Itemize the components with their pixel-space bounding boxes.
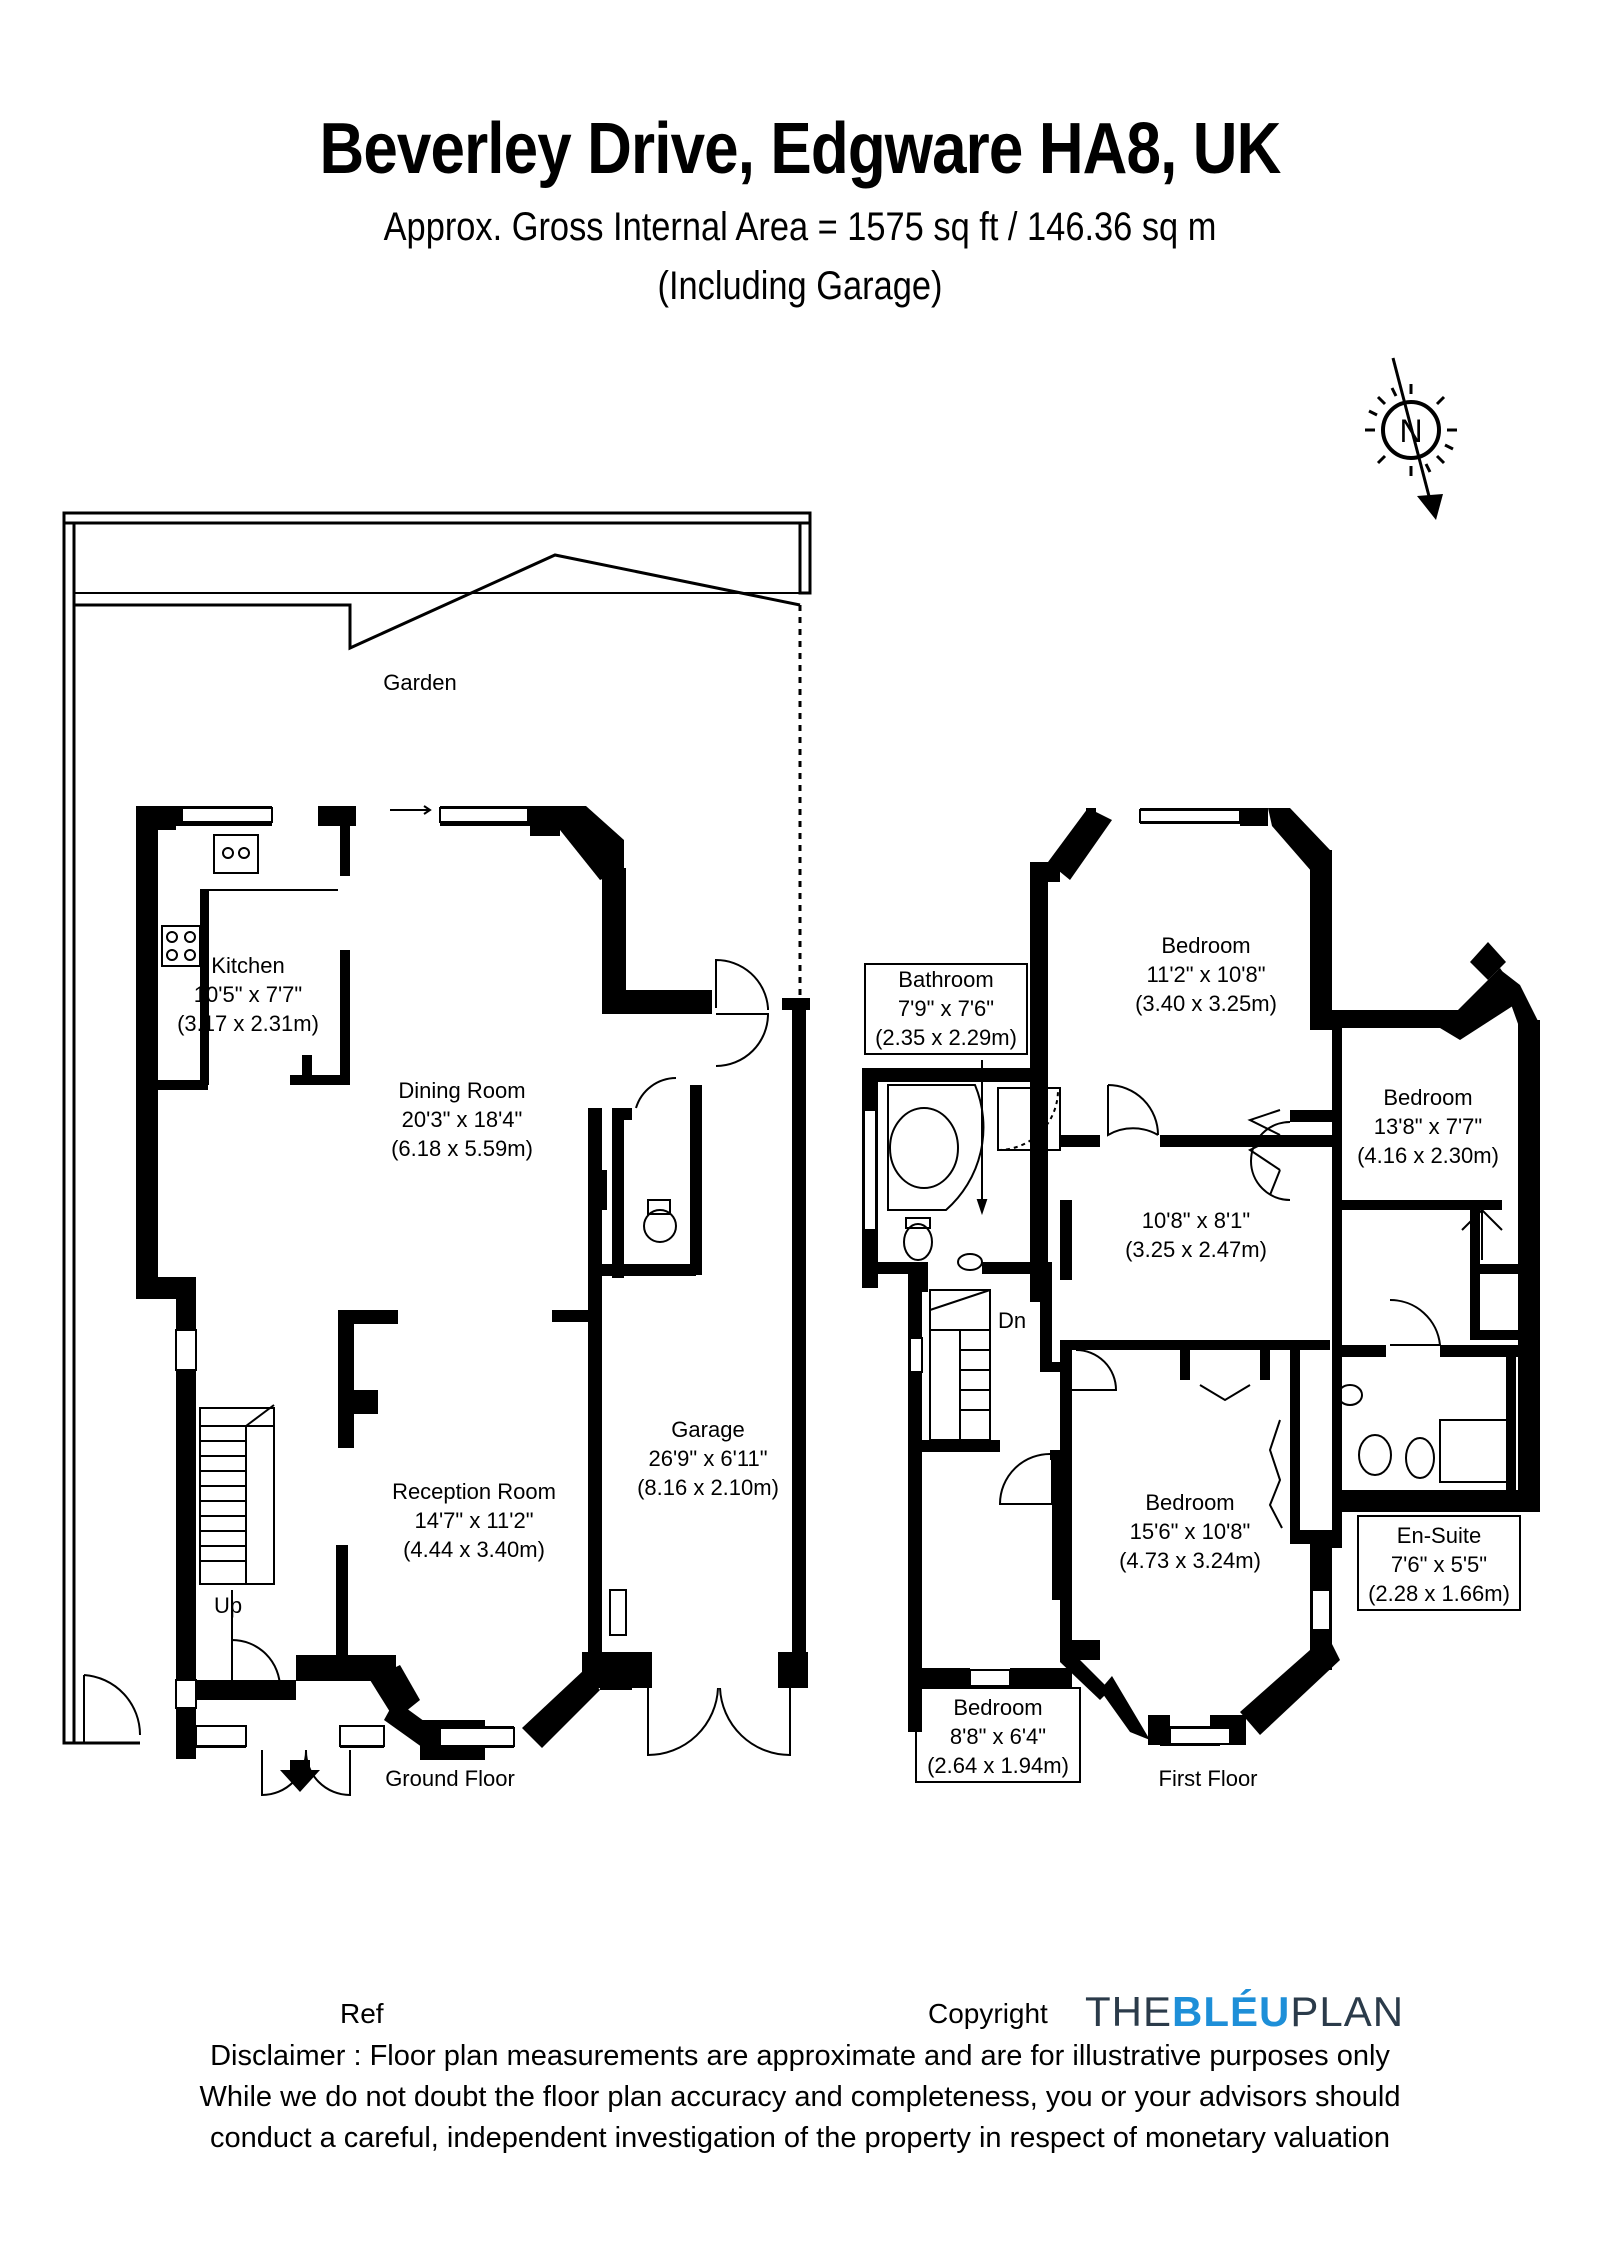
bedroom3-name: Bedroom	[1145, 1490, 1234, 1515]
stairs-up-label: Up	[214, 1593, 242, 1618]
reception-metric: (4.44 x 3.40m)	[403, 1537, 545, 1562]
bedroom2-name: Bedroom	[1383, 1085, 1472, 1110]
brand-part-3: PLAN	[1290, 1988, 1405, 2035]
disclaimer-line-1: Disclaimer : Floor plan measurements are…	[210, 2040, 1390, 2072]
dining-name: Dining Room	[398, 1078, 525, 1103]
ground-floor-windows	[175, 807, 627, 1747]
bathroom-name: Bathroom	[898, 967, 993, 992]
ref-label: Ref	[340, 1998, 384, 2029]
bedroom4-name: Bedroom	[953, 1695, 1042, 1720]
entrance-arrow-icon	[280, 1760, 320, 1792]
reception-imperial: 14'7" x 11'2"	[414, 1508, 533, 1533]
bedroom3-metric: (4.73 x 3.24m)	[1119, 1548, 1261, 1573]
first-floor-walls	[862, 808, 1540, 1746]
garage-imperial: 26'9" x 6'11"	[648, 1446, 767, 1471]
copyright-label: Copyright	[928, 1998, 1048, 2029]
bedroom1-name: Bedroom	[1161, 933, 1250, 958]
ground-floor-fixtures	[83, 805, 791, 1797]
north-compass-icon: N	[1365, 357, 1457, 520]
garden-boundary	[62, 511, 812, 1745]
landing-imperial: 10'8" x 8'1"	[1142, 1208, 1250, 1233]
ensuite-metric: (2.28 x 1.66m)	[1368, 1581, 1510, 1606]
first-floor-windows	[863, 809, 1331, 1745]
ground-floor-labels: Garden Kitchen 10'5" x 7'7" (3.17 x 2.31…	[177, 670, 779, 1791]
dining-metric: (6.18 x 5.59m)	[391, 1136, 533, 1161]
garden-label: Garden	[383, 670, 456, 695]
kitchen-imperial: 10'5" x 7'7"	[194, 982, 302, 1007]
bedroom2-metric: (4.16 x 2.30m)	[1357, 1143, 1499, 1168]
dining-imperial: 20'3" x 18'4"	[402, 1107, 523, 1132]
area-subtitle: Approx. Gross Internal Area = 1575 sq ft…	[383, 205, 1217, 249]
first-floor-label: First Floor	[1159, 1766, 1258, 1791]
disclaimer-line-3: conduct a careful, independent investiga…	[209, 2122, 1391, 2154]
ground-floor-label: Ground Floor	[385, 1766, 515, 1791]
page-title: Beverley Drive, Edgware HA8, UK	[319, 109, 1281, 189]
first-floor-labels: Bathroom 7'9" x 7'6" (2.35 x 2.29m) Bedr…	[875, 933, 1510, 1791]
kitchen-metric: (3.17 x 2.31m)	[177, 1011, 319, 1036]
brand-part-1: THE	[1085, 1988, 1172, 2035]
garage-note: (Including Garage)	[657, 264, 943, 308]
ground-floor-walls	[136, 806, 810, 1760]
bedroom4-metric: (2.64 x 1.94m)	[927, 1753, 1069, 1778]
landing-metric: (3.25 x 2.47m)	[1125, 1237, 1267, 1262]
ensuite-name: En-Suite	[1397, 1523, 1481, 1548]
bathroom-metric: (2.35 x 2.29m)	[875, 1025, 1017, 1050]
brand-part-2: BLÉU	[1172, 1988, 1291, 2035]
compass-north-label: N	[1399, 413, 1422, 449]
garage-name: Garage	[671, 1417, 744, 1442]
room-label-boxes	[864, 963, 1521, 1783]
bedroom1-imperial: 11'2" x 10'8"	[1146, 962, 1265, 987]
bedroom1-metric: (3.40 x 3.25m)	[1135, 991, 1277, 1016]
reception-name: Reception Room	[392, 1479, 556, 1504]
bedroom3-imperial: 15'6" x 10'8"	[1130, 1519, 1251, 1544]
ensuite-imperial: 7'6" x 5'5"	[1391, 1552, 1487, 1577]
kitchen-name: Kitchen	[211, 953, 284, 978]
first-floor-fixtures	[887, 1060, 1513, 1529]
disclaimer-line-2: While we do not doubt the floor plan acc…	[199, 2081, 1401, 2113]
bedroom2-imperial: 13'8" x 7'7"	[1374, 1114, 1482, 1139]
brand-logo: THEBLÉUPLAN	[1085, 1988, 1404, 2036]
stairs-down-label: Dn	[998, 1308, 1026, 1333]
bedroom4-imperial: 8'8" x 6'4"	[950, 1724, 1046, 1749]
garage-metric: (8.16 x 2.10m)	[637, 1475, 779, 1500]
bathroom-imperial: 7'9" x 7'6"	[898, 996, 994, 1021]
